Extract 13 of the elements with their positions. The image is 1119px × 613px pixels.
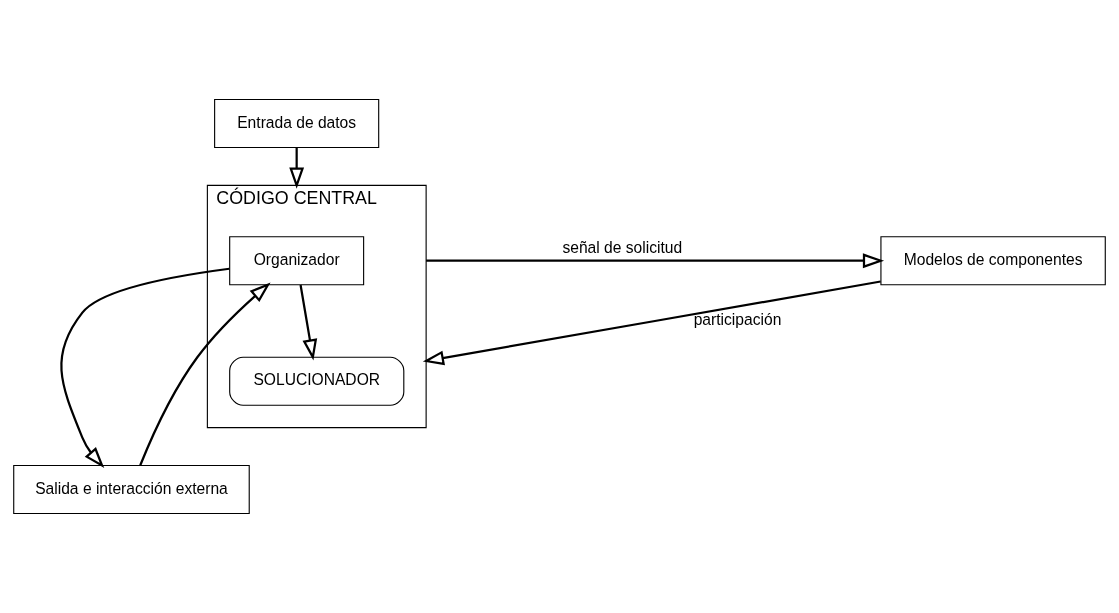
arrow — [299, 284, 318, 361]
node-box: Modelos de componentes — [880, 236, 1106, 286]
arrow — [60, 267, 230, 469]
node-box: SOLUCIONADOR — [229, 356, 405, 406]
arrow — [289, 147, 305, 189]
arrow — [139, 282, 271, 466]
arrow — [426, 253, 885, 269]
edge-label: participación — [693, 311, 782, 329]
node-box: Organizador — [229, 236, 365, 286]
node-box: Salida e interacción externa — [13, 465, 250, 515]
node-box: Entrada de datos — [214, 98, 380, 148]
arrow — [422, 280, 881, 366]
edge-label: señal de solicitud — [562, 239, 683, 257]
